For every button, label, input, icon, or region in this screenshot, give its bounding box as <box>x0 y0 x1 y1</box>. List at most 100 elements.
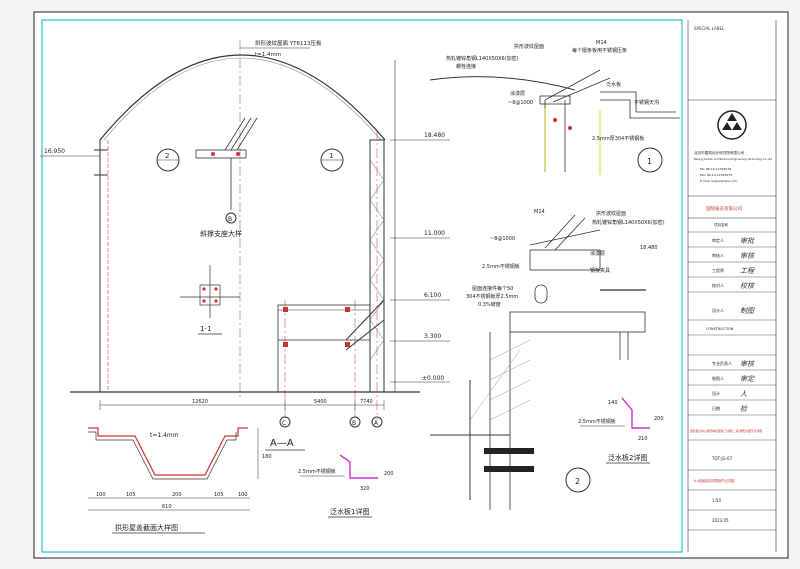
bracket-number: B <box>228 216 232 223</box>
project-label: 项目名称 <box>714 222 728 227</box>
callout-number: 2 <box>165 152 169 160</box>
flashing-1-detail: 2.5mm不锈钢板 320 200 泛水板1详图 <box>298 454 394 518</box>
flashing-note: 2.5mm不锈钢板 <box>578 418 616 425</box>
role-label: 校对人 <box>712 282 724 288</box>
client-name: 国际展览有限公司 <box>706 205 742 212</box>
detail-label: 涂漆层 <box>590 250 605 257</box>
arch-thickness: t=1.4mm <box>255 52 281 58</box>
detail-label: 屋面连接件每个50 <box>472 285 513 292</box>
project-name: 国际展览中心钢结构屋面施工详图(二期)拱形屋面节点详图 <box>690 429 762 433</box>
axis-label: A <box>374 420 379 427</box>
roof-profile-detail: t=1.4mm 180 100 105 200 105 100 610 拱形屋盖… <box>88 427 272 534</box>
detail-label: 18.480 <box>640 245 658 251</box>
flashing-2-title: 泛水板2详图 <box>608 453 647 462</box>
elevation-label: 6.100 <box>424 292 441 299</box>
signature: 制图 <box>740 307 755 315</box>
elevation-label: 18.480 <box>424 132 445 139</box>
dimension: 105 <box>126 492 136 498</box>
profile-title: 拱形屋盖截面大样图 <box>115 523 178 532</box>
bracket-title: 斜撑支座大样 <box>200 229 242 238</box>
profile-thickness: t=1.4mm <box>150 432 179 439</box>
company-english: Beijing Jianzhu Architectural Engineerin… <box>694 157 773 161</box>
detail-label: 不锈钢天沟 <box>634 99 659 106</box>
signature: 工程 <box>740 267 755 275</box>
scale: 1:50 <box>712 498 721 503</box>
dimension: 7740 <box>360 399 373 405</box>
detail-label: 涂漆层 <box>510 90 525 97</box>
sheet-title: A-A剖面及拱形屋面节点详图 <box>694 478 734 483</box>
fax: Fax: 86-10-12345679 <box>700 173 732 177</box>
arch-label: 拱形波纹屋面 YT6113压板 <box>255 39 322 47</box>
elevation-label: 3.300 <box>424 333 441 340</box>
dimension: 100 <box>96 492 106 498</box>
dimension: 200 <box>654 416 664 422</box>
company-logo <box>717 110 747 140</box>
callout-number: 1 <box>329 152 333 160</box>
sheet-border <box>33 11 789 559</box>
email: E-mail: bj@example.com <box>700 179 737 183</box>
signatures: 审批 审核 工程 校核 制图 审核 审定 人 检 <box>740 237 755 413</box>
signature: 校核 <box>740 282 755 290</box>
detail-label: 304不锈钢板厚2.5mm <box>466 293 518 300</box>
detail-label: 0.3%坡度 <box>478 301 501 308</box>
signature: 审核 <box>740 252 755 260</box>
dimension: 200 <box>384 471 394 477</box>
detail-2: M14 拱形波纹屋面 热轧镀锌角钢L140X50X6(加密) 涂漆层 18.48… <box>430 209 665 510</box>
dimension: 200 <box>172 492 182 498</box>
dimension: 140 <box>608 400 618 406</box>
section-1-1-title: 1-1 <box>200 325 211 333</box>
axis-label: B <box>352 420 356 427</box>
stamp-title: 北京市建筑设计研究院有限公司 <box>694 150 745 155</box>
role-label: 专业负责人 <box>712 360 732 366</box>
dimension: 320 <box>360 486 370 492</box>
drawing-number: TQT-JG-07 <box>711 456 733 461</box>
flashing-1-title: 泛水板1详图 <box>330 507 369 516</box>
detail-label: 热轧镀锌角钢L140X50X6(加密) <box>592 219 665 226</box>
detail-label: 拱形波纹屋面 <box>514 43 544 50</box>
section-head: CONSTRUCTION <box>706 327 734 331</box>
detail-label: 每个檩条板用不锈钢压条 <box>572 47 627 54</box>
dimension: 610 <box>162 504 172 510</box>
detail-label: 拱形波纹屋面 <box>596 210 626 217</box>
detail-1: 拱形波纹屋面 M14 每个檩条板用不锈钢压条 热轧镀锌角钢L140X50X6(加… <box>429 40 680 175</box>
detail-label: 螺栓连接 <box>456 63 476 70</box>
flashing-note: 2.5mm不锈钢板 <box>298 468 336 475</box>
arch-roof <box>99 54 386 141</box>
detail-label: 泛水板 <box>606 81 621 88</box>
detail-label: 2.5mm厚304不锈钢板 <box>592 135 644 142</box>
dimension: 105 <box>214 492 224 498</box>
date: 2023.05 <box>712 518 729 523</box>
role-label: 日期 <box>712 405 720 411</box>
signature: 人 <box>740 390 747 398</box>
role-label: 工程师 <box>712 267 724 273</box>
dimension: 5400 <box>314 399 327 405</box>
detail-number: 2 <box>575 477 580 486</box>
dimension: 12620 <box>192 399 208 405</box>
role-label: 审核人 <box>712 252 724 258</box>
signature: 审批 <box>740 237 755 245</box>
axis-label: C <box>282 420 286 427</box>
section-title: A—A <box>270 438 294 449</box>
dimension: 100 <box>238 492 248 498</box>
dimension: 210 <box>638 436 648 442</box>
signature: 检 <box>740 405 748 413</box>
signature: 审核 <box>740 360 755 368</box>
tel: Tel: 86-10-12345678 <box>699 167 731 171</box>
detail-label: ~8@1000 <box>508 100 533 106</box>
detail-label: 2.5mm不锈钢板 <box>482 263 520 270</box>
flashing-2-detail: 2.5mm不锈钢板 210 140 200 泛水板2详图 <box>578 397 664 464</box>
detail-label: M14 <box>596 40 607 46</box>
elevation-label: 11.000 <box>424 230 445 237</box>
role-label: 设计人 <box>712 307 724 313</box>
role-label: 制图人 <box>712 375 724 381</box>
title-block: SPECIAL LABEL 北京市建筑设计研究院有限公司 Beijing Jia… <box>687 20 777 552</box>
role-label: 审定人 <box>712 237 724 243</box>
detail-label: ~8@1000 <box>490 236 515 242</box>
detail-label: M14 <box>534 209 545 215</box>
dimension: 180 <box>262 454 272 460</box>
signature: 审定 <box>740 375 755 383</box>
detail-number: 1 <box>647 157 652 166</box>
role-label: 设计 <box>712 390 720 396</box>
